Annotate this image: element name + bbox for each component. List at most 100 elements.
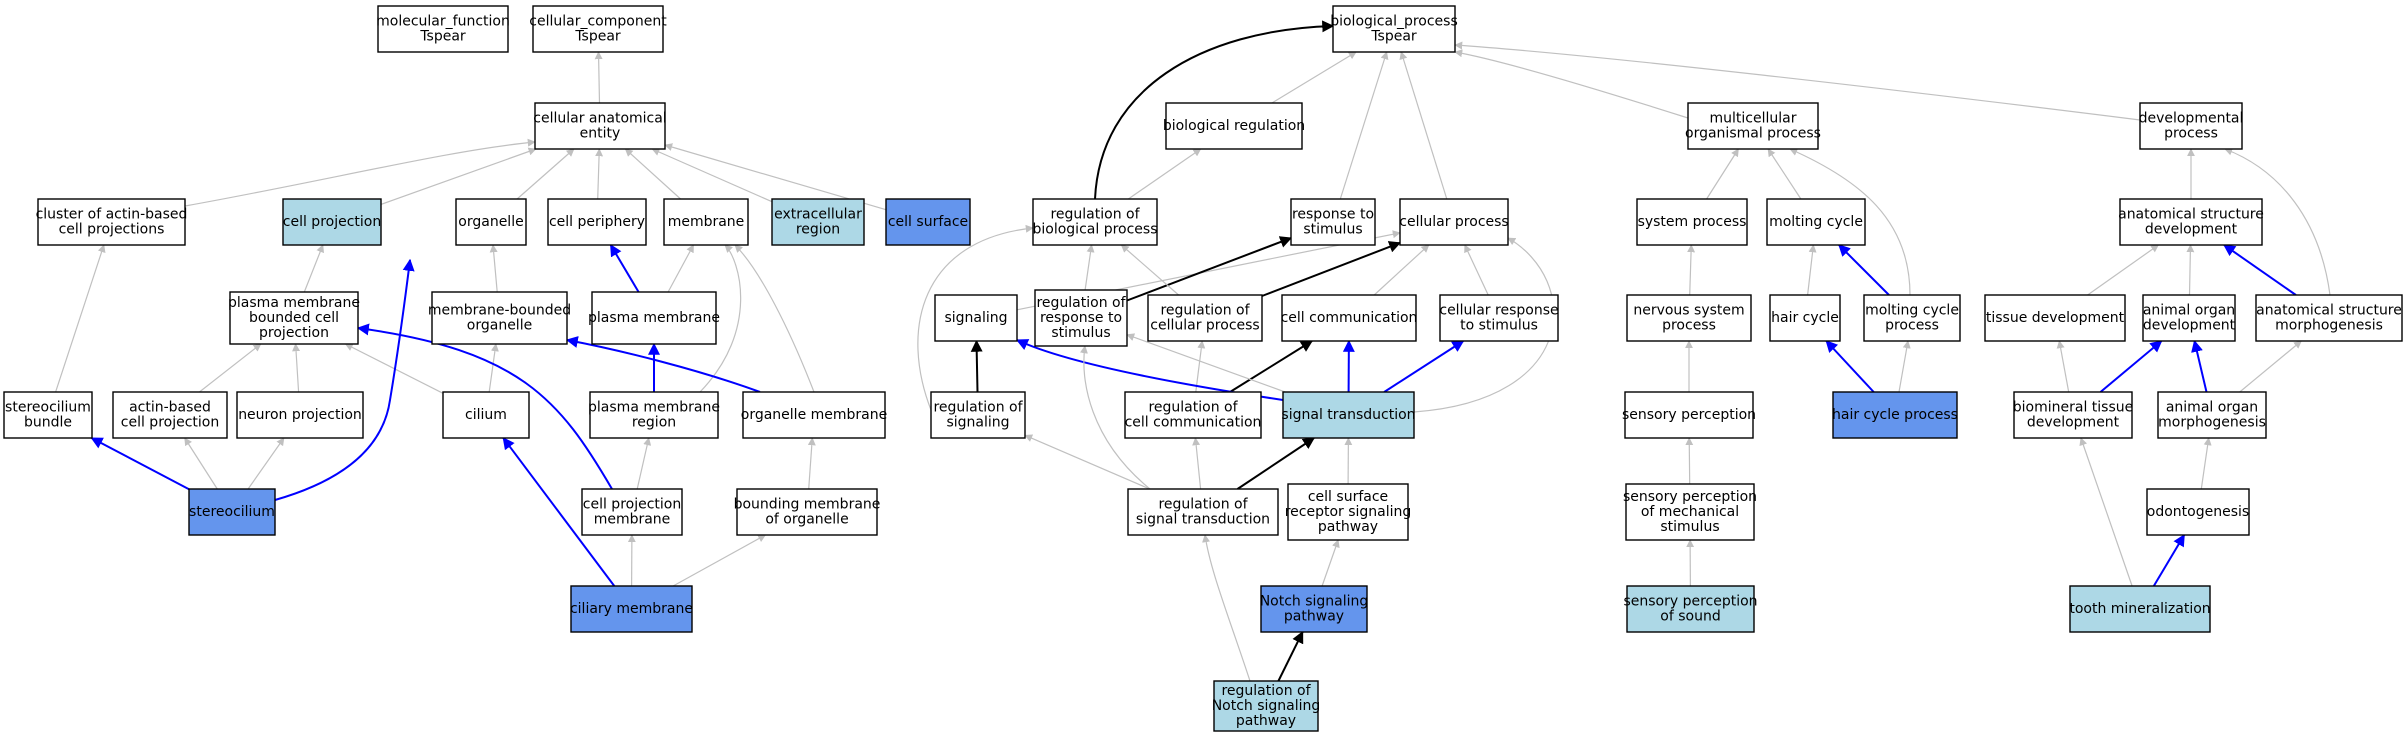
node-cilium[interactable]: cilium	[442, 391, 530, 439]
node-box	[3, 391, 93, 439]
node-label-line: developmental	[2139, 111, 2244, 127]
node-box	[1439, 294, 1559, 342]
node-label-line: bundle	[24, 415, 72, 431]
node-label-line: multicellular	[1710, 111, 1797, 127]
node-cell-projection[interactable]: cell projection	[282, 198, 382, 246]
node-box	[742, 391, 886, 439]
node-box	[2119, 198, 2263, 246]
node-cellular-process[interactable]: cellular process	[1399, 198, 1509, 246]
node-label-line: regulation of	[1160, 303, 1250, 319]
node-signaling[interactable]: signaling	[934, 294, 1018, 342]
node-label-line: animal organ	[2166, 400, 2258, 416]
node-box	[1399, 198, 1509, 246]
edge-odontogenesis-to-animal-organ-morphogenesis	[2200, 437, 2212, 490]
node-sensory-perception[interactable]: sensory perception	[1622, 391, 1756, 439]
node-label-line: extracellular	[774, 207, 862, 223]
node-label-line: biomineral tissue	[2013, 400, 2133, 416]
node-label-line: cell projections	[59, 222, 165, 238]
node-hair-cycle[interactable]: hair cycle	[1769, 294, 1841, 342]
edge-regulation-of-signaling-to-signaling	[970, 339, 983, 393]
node-tooth-mineralization[interactable]: tooth mineralization	[2069, 585, 2211, 633]
node-box	[1984, 294, 2126, 342]
node-label-line: process	[1885, 318, 1939, 334]
node-molting-cycle[interactable]: molting cycle	[1766, 198, 1866, 246]
node-label-line: development	[2027, 415, 2120, 431]
node-label-line: regulation of	[1148, 400, 1238, 416]
node-membrane[interactable]: membrane	[663, 198, 749, 246]
edge-regulation-notch-signaling-to-regulation-signal-transduction	[1202, 534, 1251, 682]
node-label-line: Tspear	[1370, 29, 1417, 45]
node-label-line: of mechanical	[1641, 504, 1739, 520]
node-box	[1626, 585, 1755, 633]
node-label-line: cell projection	[283, 214, 381, 230]
node-system-process[interactable]: system process	[1636, 198, 1748, 246]
node-label-line: cellular process	[1399, 214, 1508, 230]
edge-cellular-process-to-biological-process	[1399, 51, 1448, 200]
node-cell-communication[interactable]: cell communication	[1281, 294, 1418, 342]
node-label-line: cell communication	[1125, 415, 1262, 431]
node-label-line: pathway	[1236, 713, 1296, 729]
node-label-line: response to	[1040, 310, 1122, 326]
node-organelle[interactable]: organelle	[455, 198, 527, 246]
node-hair-cycle-process[interactable]: hair cycle process	[1832, 391, 1958, 439]
node-tissue-development[interactable]: tissue development	[1984, 294, 2126, 342]
node-signal-transduction[interactable]: signal transduction	[1281, 391, 1416, 439]
node-box	[547, 198, 647, 246]
node-label-line: receptor signaling	[1285, 504, 1412, 520]
node-label-line: molting cycle	[1865, 303, 1959, 319]
node-label-line: stereocilium	[5, 400, 91, 416]
node-box	[2255, 294, 2403, 342]
node-cell-surface[interactable]: cell surface	[885, 198, 971, 246]
node-label-line: signal transduction	[1136, 512, 1270, 528]
node-organelle-membrane[interactable]: organelle membrane	[741, 391, 887, 439]
node-label-line: organelle	[458, 214, 523, 230]
node-neuron-projection[interactable]: neuron projection	[236, 391, 364, 439]
node-odontogenesis[interactable]: odontogenesis	[2146, 488, 2250, 536]
node-plasma-membrane[interactable]: plasma membrane	[588, 291, 720, 345]
node-stereocilium[interactable]: stereocilium	[188, 488, 276, 536]
node-box	[2013, 391, 2133, 439]
node-box	[188, 488, 276, 536]
node-label-line: stimulus	[1303, 222, 1362, 238]
edge-regulation-cellular-process-to-regulation-biological-process	[1120, 244, 1179, 296]
node-label-line: cell surface	[888, 214, 968, 230]
node-biological-regulation[interactable]: biological regulation	[1163, 102, 1305, 150]
node-cell-periphery[interactable]: cell periphery	[547, 198, 647, 246]
node-ciliary-membrane[interactable]: ciliary membrane	[570, 585, 693, 633]
